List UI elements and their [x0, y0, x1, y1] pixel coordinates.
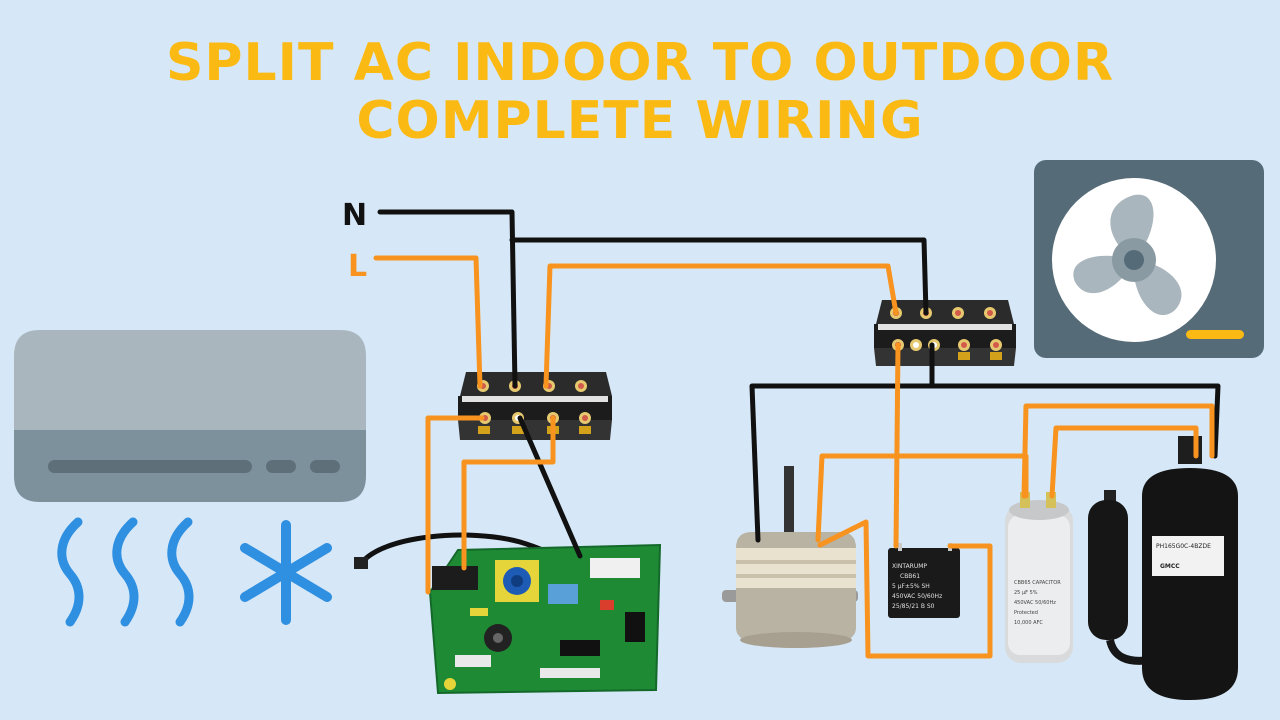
diagram-title: SPLIT AC INDOOR TO OUTDOOR COMPLETE WIRI… — [0, 34, 1280, 150]
indoor-terminal-block — [458, 372, 612, 440]
indoor-unit-icon — [14, 330, 366, 502]
fan-capacitor-rating: 5 μF±5% SH — [892, 583, 930, 590]
live-wires — [373, 255, 1215, 659]
title-line-2: COMPLETE WIRING — [356, 91, 924, 151]
fan-capacitor-voltage: 450VAC 50/60Hz — [892, 593, 942, 600]
snowflake-icon — [240, 520, 332, 625]
indoor-control-board — [354, 532, 662, 695]
compressor-capacitor-protection: Protected — [1014, 610, 1038, 616]
neutral-label: N — [342, 198, 367, 233]
compressor: PH165G0C-4BZDE GMCC — [1088, 436, 1238, 700]
outdoor-fan-motor — [722, 466, 858, 648]
outdoor-fan-icon — [1034, 160, 1264, 358]
compressor-model: PH165G0C-4BZDE — [1156, 543, 1211, 550]
airflow-wave-icon — [57, 517, 194, 627]
fan-capacitor-class: 25/85/21 B S0 — [892, 603, 935, 610]
neutral-wires — [377, 209, 1221, 559]
compressor-brand: GMCC — [1160, 563, 1180, 570]
compressor-capacitor-life: 10,000 AFC — [1014, 620, 1043, 626]
compressor-capacitor-rating: 25 μF 5% — [1014, 590, 1038, 596]
title-line-1: SPLIT AC INDOOR TO OUTDOOR — [165, 33, 1114, 93]
fan-capacitor-model: CBB61 — [900, 573, 920, 580]
live-label: L — [348, 249, 367, 284]
fan-capacitor: XINTARUMP CBB61 5 μF±5% SH 450VAC 50/60H… — [888, 543, 960, 618]
compressor-capacitor: CBB65 CAPACITOR 25 μF 5% 450VAC 50/60Hz … — [1005, 492, 1073, 663]
compressor-capacitor-label: CBB65 CAPACITOR — [1014, 580, 1061, 586]
compressor-capacitor-voltage: 450VAC 50/60Hz — [1014, 600, 1056, 606]
fan-capacitor-brand: XINTARUMP — [892, 563, 927, 570]
